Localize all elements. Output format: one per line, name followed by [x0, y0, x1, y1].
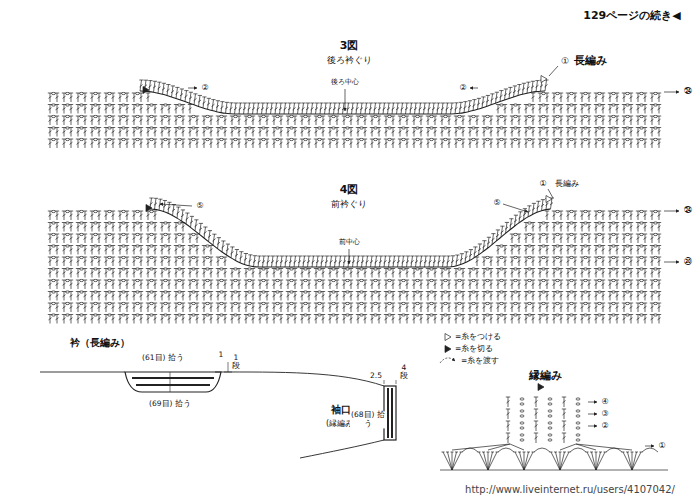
chart-label: 前中心 [338, 238, 361, 246]
row-arrow [470, 88, 478, 89]
chart-label: 3図 [339, 40, 360, 53]
chart-label: (61目) 拾う [141, 354, 185, 363]
chart-label: ㉚ [683, 257, 693, 266]
chart-label: 4図 [339, 184, 360, 197]
leader-line [549, 66, 558, 76]
chart-label: ② [200, 83, 209, 92]
legend-carry-symbol [440, 358, 455, 363]
chart-label: ④ [600, 397, 609, 406]
chart-label: 129ページの続き◀ [582, 10, 681, 23]
cut-yarn-mark [538, 384, 544, 391]
chart-label: ㉞ [683, 206, 693, 215]
chart-label: 衿（長編み） [69, 337, 131, 349]
chart-label: ① [657, 441, 666, 450]
back-neck-chart [48, 92, 661, 148]
legend-text: =糸をつける [454, 333, 502, 342]
chart-label: 前衿ぐり [330, 199, 368, 209]
chart-label: 1段 [231, 354, 241, 371]
chart-label: (68目) 拾う [350, 411, 386, 428]
legend-text: =糸を渡す [460, 357, 500, 366]
row-arrow [588, 426, 597, 427]
chart-label: 長編み [554, 179, 580, 188]
row-arrow [503, 204, 528, 212]
chart-label: ③ [600, 409, 609, 418]
chart-label: ㉞ [683, 87, 693, 96]
chart-label: ⑤ [492, 198, 501, 207]
cut-yarn-mark [146, 205, 152, 212]
chart-label: (69目) 拾う [148, 400, 192, 409]
row-arrow [588, 414, 597, 415]
row-arrow [160, 204, 192, 206]
join-yarn-mark [546, 196, 552, 203]
neck-edge-line [150, 209, 551, 267]
center-arrow [345, 89, 346, 111]
row-arrow [664, 211, 679, 212]
garment-sketch [40, 362, 396, 458]
row-arrow [588, 402, 597, 403]
row-arrow [664, 262, 679, 263]
stitch-layer [48, 66, 679, 470]
chart-label: 後ろ衿ぐり [326, 55, 373, 65]
chart-label: ② [600, 421, 609, 430]
legend-cut-symbol [445, 346, 451, 353]
cut-yarn-mark [143, 87, 149, 94]
row-arrow [664, 92, 679, 93]
center-arrow [349, 249, 350, 264]
chart-label: ① [538, 179, 547, 188]
join-yarn-mark [541, 76, 547, 83]
leader-line [548, 189, 553, 198]
chart-label: 袖口 [330, 404, 352, 416]
neck-edging-stitches [149, 198, 554, 267]
neck-edge-line [140, 91, 545, 114]
row-arrow [188, 88, 197, 89]
chart-label: http://www.liveinternet.ru/users/4107042… [464, 484, 676, 496]
chart-label: 2.5 [369, 372, 383, 381]
chart-label: 長編み [573, 55, 608, 68]
row-arrow [645, 446, 654, 447]
chart-label: 4段 [399, 364, 409, 381]
legend-text: =糸を切る [454, 345, 494, 354]
chart-label: ② [458, 83, 467, 92]
legend-join-symbol [445, 334, 451, 341]
chart-label: 縁編み [528, 370, 563, 383]
chart-label: ⑤ [195, 201, 204, 210]
chart-label: ① [560, 56, 570, 66]
chart-label: 1 [218, 351, 225, 360]
edging-chart [440, 397, 668, 470]
chart-label: 後ろ中心 [330, 78, 360, 86]
